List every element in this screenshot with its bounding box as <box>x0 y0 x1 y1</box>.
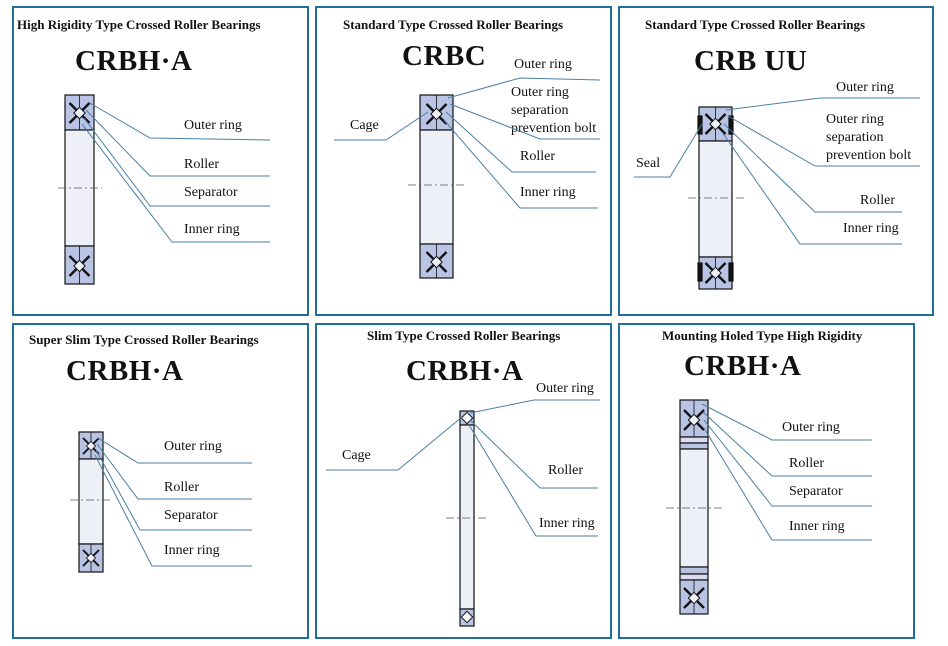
label-separator: Separator <box>184 185 238 200</box>
label-cage: Cage <box>350 118 379 133</box>
panel-high-rigidity <box>12 6 309 316</box>
label-seal: Seal <box>636 156 661 171</box>
label-inner-ring: Inner ring <box>843 221 899 236</box>
model-code: CRBC <box>402 40 487 72</box>
label-separation-bolt-line2: separation <box>511 103 569 118</box>
label-outer-ring: Outer ring <box>536 381 594 396</box>
label-outer-ring: Outer ring <box>836 80 894 95</box>
bearing-section-6 <box>679 399 709 615</box>
model-code: CRBH·A <box>75 45 193 77</box>
panel-title: Slim Type Crossed Roller Bearings <box>367 328 561 343</box>
label-inner-ring: Inner ring <box>789 519 845 534</box>
panel-title: Super Slim Type Crossed Roller Bearings <box>29 332 259 347</box>
label-roller: Roller <box>548 463 583 478</box>
model-code: CRBH·A <box>406 355 524 387</box>
bearing-section-5 <box>459 410 475 627</box>
label-separation-bolt-line1: Outer ring <box>826 112 884 127</box>
panel-standard-crbuu <box>618 6 934 316</box>
label-outer-ring: Outer ring <box>164 439 222 454</box>
panel-title: Mounting Holed Type High Rigidity <box>662 328 863 343</box>
leader-lines-5 <box>326 399 600 537</box>
label-outer-ring: Outer ring <box>782 420 840 435</box>
label-inner-ring: Inner ring <box>164 543 220 558</box>
bearing-section-4 <box>78 431 104 573</box>
label-roller: Roller <box>860 193 895 208</box>
label-separator: Separator <box>164 508 218 523</box>
leader-lines-2 <box>334 77 601 209</box>
leader-lines-4 <box>94 437 252 567</box>
bearing-section-3 <box>697 106 734 290</box>
label-roller: Roller <box>184 157 219 172</box>
panel-super-slim <box>12 323 309 639</box>
leader-lines-3 <box>634 97 920 245</box>
panel-standard-crbc <box>315 6 612 316</box>
model-code: CRB UU <box>694 45 808 77</box>
label-inner-ring: Inner ring <box>520 185 576 200</box>
label-roller: Roller <box>789 456 824 471</box>
label-outer-ring: Outer ring <box>184 118 242 133</box>
leader-lines-1 <box>81 101 271 243</box>
label-roller: Roller <box>520 149 555 164</box>
label-separation-bolt-line3: prevention bolt <box>826 148 912 163</box>
panel-title: Standard Type Crossed Roller Bearings <box>645 17 866 32</box>
model-code: CRBH·A <box>684 350 802 382</box>
panel-mounting-holed <box>618 323 915 639</box>
leader-lines-6 <box>701 403 872 541</box>
label-separation-bolt-line3: prevention bolt <box>511 121 597 136</box>
label-inner-ring: Inner ring <box>539 516 595 531</box>
label-separator: Separator <box>789 484 843 499</box>
label-separation-bolt-line1: Outer ring <box>511 85 569 100</box>
panel-title: High Rigidity Type Crossed Roller Bearin… <box>17 17 261 32</box>
label-cage: Cage <box>342 448 371 463</box>
label-outer-ring: Outer ring <box>514 57 572 72</box>
label-separation-bolt-line2: separation <box>826 130 884 145</box>
label-roller: Roller <box>164 480 199 495</box>
bearing-section-1 <box>64 94 95 285</box>
label-inner-ring: Inner ring <box>184 222 240 237</box>
panel-title: Standard Type Crossed Roller Bearings <box>343 17 564 32</box>
model-code: CRBH·A <box>66 355 184 387</box>
bearing-section-2 <box>419 94 454 279</box>
